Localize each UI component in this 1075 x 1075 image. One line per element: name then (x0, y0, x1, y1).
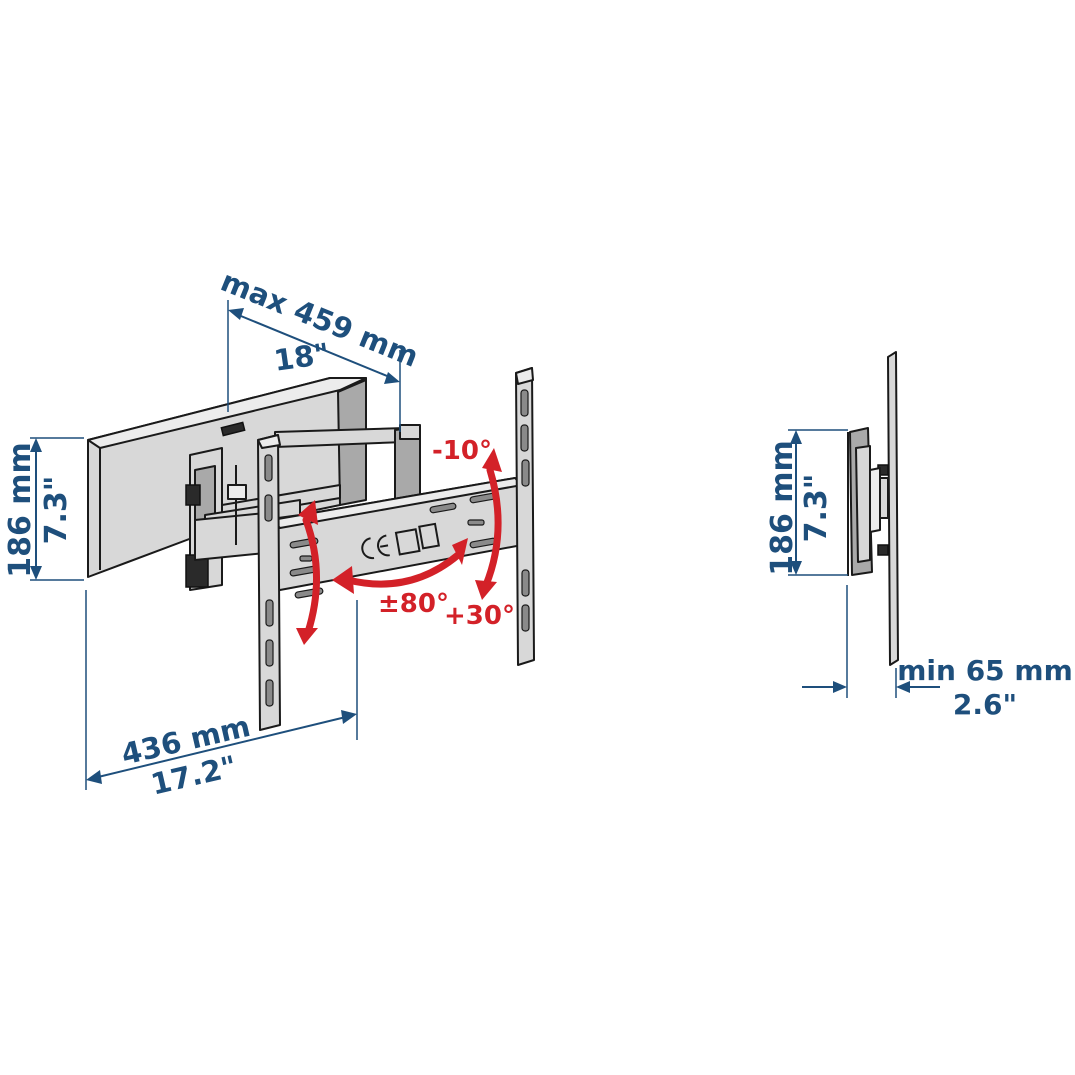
side-tv-bracket (847, 351, 899, 666)
tv-bracket (257, 367, 535, 731)
tilt-arrow-right (475, 448, 502, 600)
dim-min-depth (802, 585, 940, 698)
side-height-inch: 7.3" (799, 474, 834, 543)
max-extension-inch: 18" (272, 336, 332, 377)
swivel-arrow (332, 538, 468, 594)
min-depth-inch: 2.6" (953, 688, 1017, 721)
tilt-arrow-left (296, 500, 321, 645)
dim-side-height (788, 429, 848, 576)
tilt-up-label: -10° (432, 436, 492, 466)
mount-side-view (788, 351, 940, 698)
swivel-label: ±80° (378, 589, 449, 619)
dim-max-extension (227, 300, 401, 432)
mount-perspective-view (30, 300, 535, 790)
wall-plate-height-mm: 186 mm (3, 442, 38, 578)
tilt-down-label: +30° (444, 601, 515, 631)
dim-wall-plate-height (30, 437, 84, 581)
min-depth-mm: min 65 mm (897, 654, 1073, 687)
wall-plate-height-inch: 7.3" (39, 476, 74, 545)
ce-mark (361, 522, 440, 560)
articulating-arms (185, 424, 421, 591)
side-height-mm: 186 mm (765, 440, 800, 576)
dim-wall-plate-width (85, 590, 358, 790)
